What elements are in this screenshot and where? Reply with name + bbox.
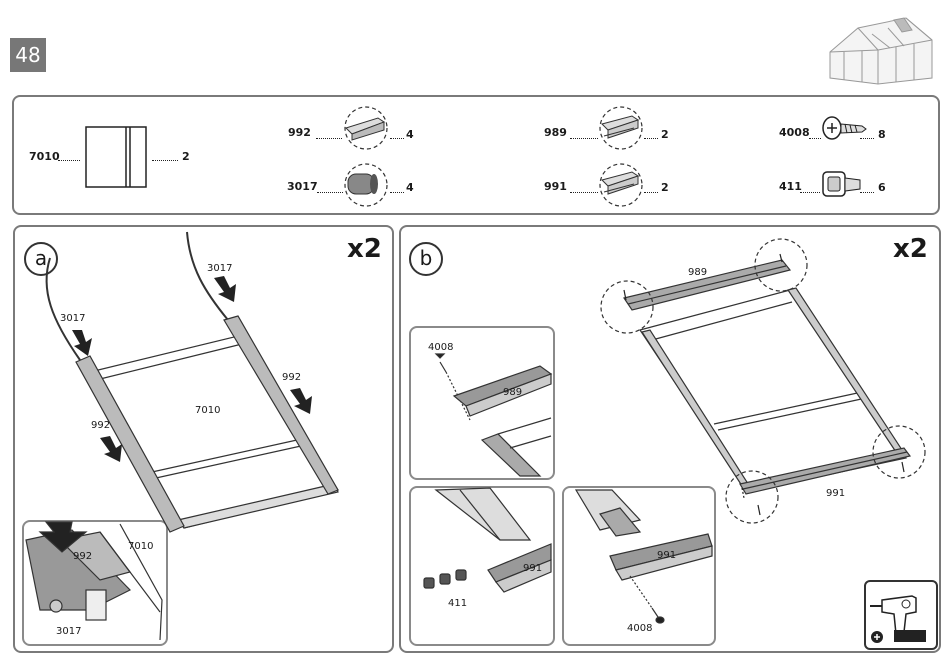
step-a-detail-inset (22, 520, 168, 646)
part-4008-code: 4008 (779, 126, 810, 139)
step-b-label-989: 989 (688, 267, 707, 278)
part-3017-qty: 4 (406, 181, 414, 194)
part-992-code: 992 (288, 126, 311, 139)
step-b-multiplier: x2 (893, 234, 928, 264)
part-992-qty-leader (390, 138, 404, 139)
part-991-qty: 2 (661, 181, 669, 194)
step-a-letter: a (24, 242, 58, 276)
part-3017-code: 3017 (287, 180, 318, 193)
part-989-qty: 2 (661, 128, 669, 141)
step-b-inset-1-label-4008: 4008 (428, 342, 453, 353)
step-a-inset-label-3017: 3017 (56, 626, 81, 637)
step-b-inset-1-label-989: 989 (503, 387, 522, 398)
part-4008-leader (809, 138, 821, 139)
part-989-code: 989 (544, 126, 567, 139)
part-991-leader (570, 192, 598, 193)
part-7010-qty-leader (152, 160, 178, 161)
part-7010-qty: 2 (182, 150, 190, 163)
step-a-label-3017-left: 3017 (60, 313, 85, 324)
step-b-letter: b (409, 242, 443, 276)
step-a-multiplier: x2 (347, 234, 382, 264)
step-b-inset-3-label-991: 991 (657, 550, 676, 561)
step-a-label-7010: 7010 (195, 405, 220, 416)
page-number: 48 (10, 38, 46, 72)
step-b-inset-2-label-991: 991 (523, 563, 542, 574)
part-992-leader (316, 138, 342, 139)
parts-list-panel (12, 95, 940, 215)
step-b-label-991: 991 (826, 488, 845, 499)
step-b-detail-inset-3 (562, 486, 716, 646)
part-991-qty-leader (644, 192, 658, 193)
part-411-leader (800, 192, 820, 193)
part-4008-qty-leader (860, 138, 874, 139)
part-992-qty: 4 (406, 128, 414, 141)
part-411-code: 411 (779, 180, 802, 193)
step-a-inset-label-992: 992 (73, 551, 92, 562)
step-a-label-992-right: 992 (282, 372, 301, 383)
step-a-inset-label-7010: 7010 (128, 541, 153, 552)
part-7010-code: 7010 (29, 150, 60, 163)
part-3017-leader (317, 192, 343, 193)
part-411-qty-leader (860, 192, 874, 193)
part-4008-qty: 8 (878, 128, 886, 141)
part-411-qty: 6 (878, 181, 886, 194)
part-991-code: 991 (544, 180, 567, 193)
part-989-qty-leader (644, 138, 658, 139)
step-a-label-3017-right: 3017 (207, 263, 232, 274)
part-989-leader (570, 138, 598, 139)
step-b-inset-2-label-411: 411 (448, 598, 467, 609)
step-a-label-992-left: 992 (91, 420, 110, 431)
drill-tool-box (864, 580, 938, 650)
plus-icon (870, 630, 884, 644)
step-b-inset-3-label-4008: 4008 (627, 623, 652, 634)
part-3017-qty-leader (390, 192, 404, 193)
part-7010-leader (58, 160, 80, 161)
